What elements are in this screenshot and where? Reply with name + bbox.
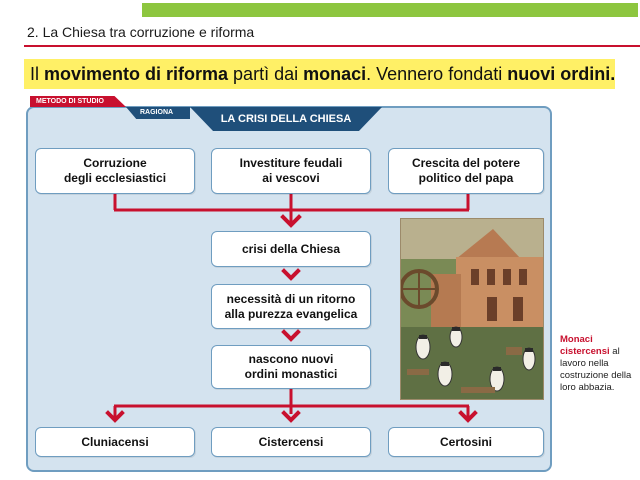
- headline-banner: Il movimento di riforma partì dai monaci…: [24, 59, 615, 89]
- caption-highlight: Monaci cistercensi: [560, 334, 610, 357]
- abbey-painting: [400, 218, 544, 400]
- caption-text: al lavoro nella costruzione della loro a…: [560, 346, 632, 393]
- headline-bold-3: nuovi ordini.: [507, 64, 616, 84]
- top-accent-bar: [142, 3, 638, 17]
- order-box-certosini: Certosini: [388, 427, 544, 457]
- headline-bold-1: movimento di riforma: [44, 64, 229, 84]
- order-box-cistercensi: Cistercensi: [211, 427, 371, 457]
- abbey-construction-illustration: [401, 219, 543, 399]
- headline-text-1: Il: [30, 64, 45, 84]
- tab-metodo-di-studio: METODO DI STUDIO: [30, 96, 126, 107]
- section-title: 2. La Chiesa tra corruzione e riforma: [27, 24, 255, 40]
- headline-text-2: partì dai: [228, 64, 304, 84]
- tab-ragiona: RAGIONA: [126, 107, 190, 119]
- chain-box-nuovi-ordini: nascono nuovi ordini monastici: [211, 345, 371, 389]
- chain-box-ritorno: necessità di un ritorno alla purezza eva…: [211, 284, 371, 329]
- chain-box-crisi: crisi della Chiesa: [211, 231, 371, 267]
- headline-text-3: . Vennero fondati: [366, 64, 508, 84]
- headline-bold-2: monaci: [303, 64, 367, 84]
- panel-title: LA CRISI DELLA CHIESA: [190, 107, 382, 131]
- cause-box-potere-papa: Crescita del potere politico del papa: [388, 148, 544, 194]
- cause-box-investiture: Investiture feudali ai vescovi: [211, 148, 371, 194]
- order-box-cluniacensi: Cluniacensi: [35, 427, 195, 457]
- title-divider: [24, 45, 640, 47]
- image-caption: Monaci cistercensi al lavoro nella costr…: [560, 334, 638, 394]
- cause-box-corruzione: Corruzione degli ecclesiastici: [35, 148, 195, 194]
